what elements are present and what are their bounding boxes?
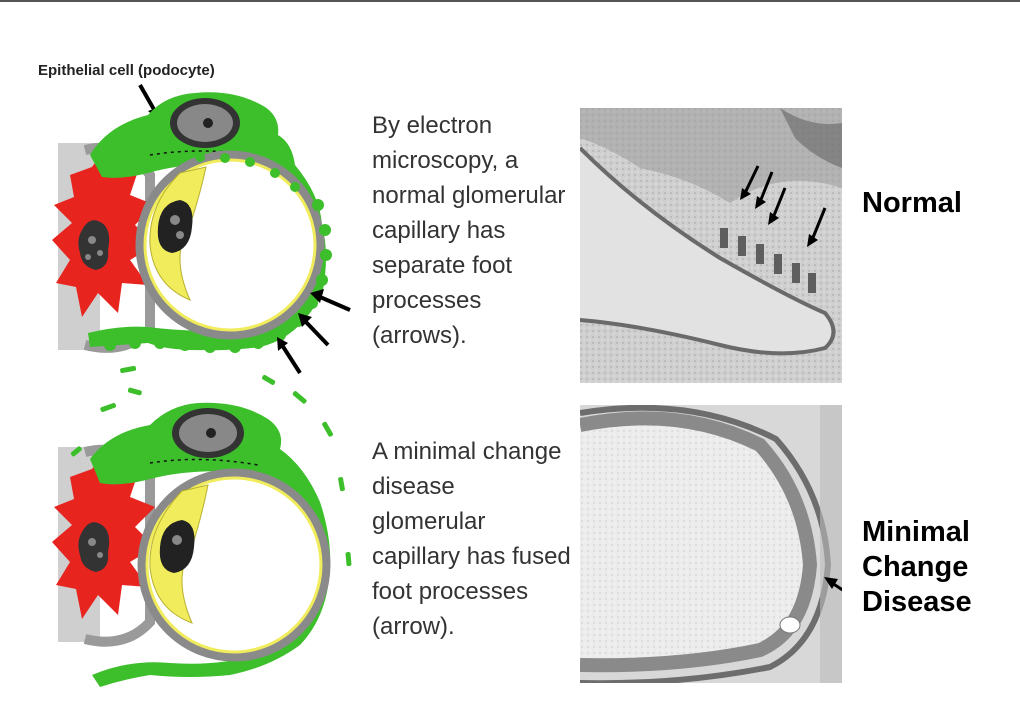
mcd-description: A minimal change disease glomerular capi… (372, 438, 571, 640)
endothelial-nucleus (159, 520, 195, 573)
endothelial-lining (145, 476, 323, 654)
mcd-capillary (52, 365, 352, 687)
vacuole (779, 616, 801, 634)
em-arrowhead (824, 577, 838, 589)
mcd-label: Minimal Change Disease (862, 516, 972, 618)
podocyte-nucleolus (203, 118, 213, 128)
foot-process-arrows (280, 295, 351, 375)
edge-region (820, 405, 842, 683)
normal-micrograph (580, 108, 842, 383)
detached-fragments (70, 365, 352, 567)
fused-wall (580, 411, 818, 673)
capillary-wall (580, 146, 836, 356)
em-arrow (831, 581, 842, 592)
normal-description: By electron microscopy, a normal glomeru… (372, 112, 566, 349)
mcd-micrograph-svg (580, 405, 842, 683)
nucleus-speck (172, 535, 182, 545)
mesangial-nucleus (78, 522, 110, 572)
nucleus-speck (88, 538, 96, 546)
normal-label: Normal (862, 187, 962, 219)
capillary-lumen (580, 418, 810, 666)
cellular-region (580, 108, 842, 203)
normal-capillary (52, 92, 351, 375)
podocyte-nucleolus (206, 428, 216, 438)
em-foot-processes (720, 228, 816, 293)
endothelial-lining (143, 158, 317, 332)
podocyte-arrow (138, 84, 158, 114)
endothelial-nucleus (157, 200, 193, 253)
dark-region (780, 108, 842, 168)
capillary-schematic-svg: Epithelial cell (podocyte) (38, 62, 352, 687)
nucleus-speck (88, 236, 96, 244)
em-arrows (743, 165, 827, 241)
top-border (0, 0, 1020, 2)
podocyte-label: Epithelial cell (podocyte) (38, 62, 215, 79)
podocyte-body-fused (90, 402, 331, 687)
em-arrowheads (740, 188, 818, 247)
normal-micrograph-svg (580, 108, 842, 383)
mcd-micrograph (580, 405, 842, 683)
nucleus-speck (97, 552, 103, 558)
nucleus-speck (97, 250, 103, 256)
capillary-schematic: Epithelial cell (podocyte) (30, 55, 360, 695)
nucleus-speck (176, 231, 184, 239)
nucleus-speck (170, 215, 180, 225)
nucleus-speck (85, 254, 91, 260)
foot-process-arrowheads (277, 289, 324, 351)
separate-foot-processes (104, 152, 332, 353)
